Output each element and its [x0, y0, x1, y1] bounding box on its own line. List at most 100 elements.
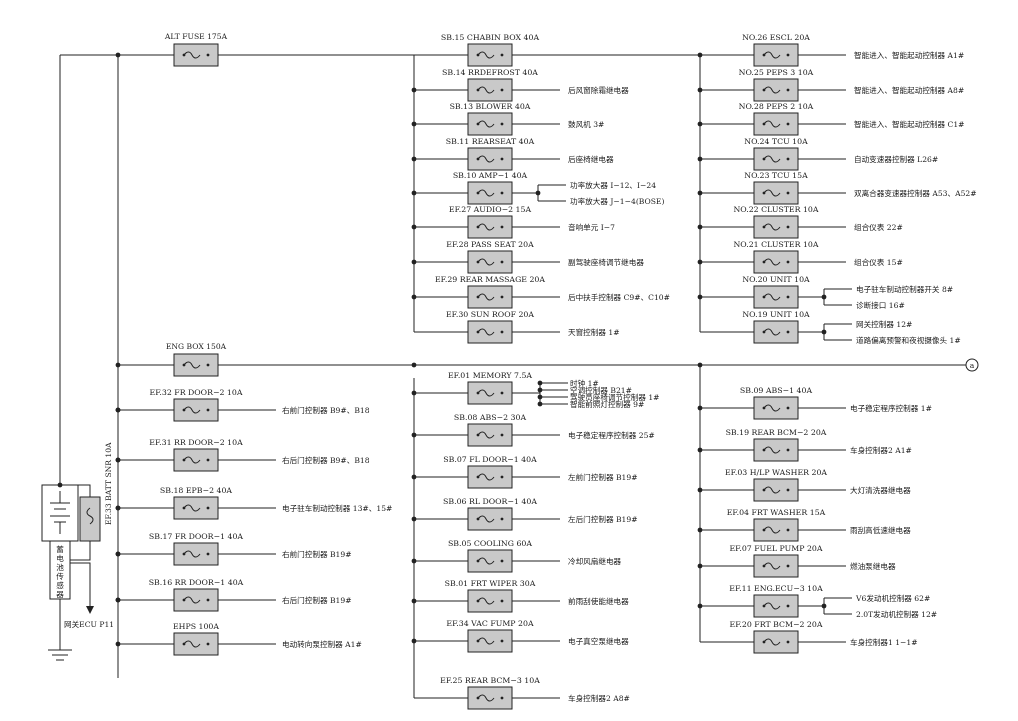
junction-dot: [411, 516, 417, 522]
fuse-col2_bottom-0-label: SB.09 ABS−1 40A: [740, 386, 813, 395]
load-label: 后中扶手控制器 C9#、C10#: [568, 292, 670, 302]
fuse-col0_bottom-5: EHPS 100A: [173, 622, 219, 656]
fuse-col0_bottom-2: SB.18 EPB−2 40A: [160, 486, 233, 520]
eng-fuse-label: ENG BOX 150A: [166, 342, 227, 351]
fuse-col2_bottom-5: EF.11 ENG.ECU−3 10A: [729, 584, 823, 618]
load-label: 诊断接口 16#: [856, 300, 905, 310]
fuse-col2_top-4: NO.23 TCU 15A: [744, 171, 808, 205]
fuse-col2_top-6: NO.21 CLUSTER 10A: [733, 240, 819, 274]
fuse-col0_bottom-4: SB.16 RR DOOR−1 40A: [149, 578, 244, 612]
fuse-col2_bottom-4-label: EF.07 FUEL PUMP 20A: [729, 544, 822, 553]
load-label: 车身控制器1 1−1#: [850, 637, 918, 647]
fuse-col1_top-7: EF.29 REAR MASSAGE 20A: [435, 275, 545, 309]
fuse-col1_bottom-7: EF.25 REAR BCM−3 10A: [440, 676, 540, 710]
fuse-col0_bottom-2-label: SB.18 EPB−2 40A: [160, 486, 233, 495]
junction-dot: [411, 259, 417, 265]
fuse-col2_top-0: NO.26 ESCL 20A: [742, 33, 810, 67]
fuse-col1_top-5-label: EF.27 AUDIO−2 15A: [449, 205, 532, 214]
fuse-col2_top-2-label: NO.28 PEPS 2 10A: [739, 102, 814, 111]
load-label: 组合仪表 15#: [854, 257, 903, 267]
fuse-col1_bottom-0-label: EF.01 MEMORY 7.5A: [448, 371, 532, 380]
load-label: 双离合器变速器控制器 A53、A52#: [854, 188, 977, 198]
fuse-col2_bottom-5-label: EF.11 ENG.ECU−3 10A: [729, 584, 823, 593]
fuse-col1_top-8: EF.30 SUN ROOF 20A: [446, 310, 534, 344]
fuse-col0_bottom-1-label: EF.31 RR DOOR−2 10A: [149, 438, 243, 447]
fuse-col1_top-7-label: EF.29 REAR MASSAGE 20A: [435, 275, 545, 284]
snr-fuse-label: EF.33 BATT SNR 10A: [104, 442, 113, 525]
junction-dot: [697, 563, 703, 569]
fuse-col1_bottom-1-label: SB.08 ABS−2 30A: [454, 413, 527, 422]
load-label: 驾驶员座椅调节控制器 1#: [570, 392, 660, 402]
fuse-col1_top-2-label: SB.13 BLOWER 40A: [450, 102, 531, 111]
junction-dot: [411, 432, 417, 438]
fuse-col1_bottom-0: EF.01 MEMORY 7.5A: [448, 371, 532, 405]
junction-dot: [697, 487, 703, 493]
load-label: 右前门控制器 B19#: [282, 549, 352, 559]
junction-dot: [537, 387, 543, 393]
junction-dot: [115, 551, 121, 557]
alt-fuse: ALT FUSE 175A: [164, 32, 228, 67]
fuse-col2_bottom-1: SB.19 REAR BCM−2 20A: [726, 428, 827, 462]
fuse-col1_bottom-4-label: SB.05 COOLING 60A: [448, 539, 532, 548]
fuse-col0_bottom-0: EF.32 FR DOOR−2 10A: [150, 388, 243, 422]
fuse-col1_top-3-label: SB.11 REARSEAT 40A: [446, 137, 535, 146]
fuse-col2_top-2: NO.28 PEPS 2 10A: [739, 102, 814, 136]
junction-dot: [411, 362, 417, 368]
load-label: 音响单元 I−7: [568, 222, 615, 232]
load-label: 大灯清洗器继电器: [850, 485, 911, 495]
junction-dot: [697, 362, 703, 368]
junction-dot: [115, 362, 121, 368]
fuse-col1_top-0: SB.15 CHABIN BOX 40A: [441, 33, 540, 67]
junction-dot: [411, 87, 417, 93]
junction-dot: [411, 598, 417, 604]
load-label: 智能前照灯控制器 9#: [570, 399, 644, 409]
junction-dot: [115, 597, 121, 603]
junction-dot: [697, 121, 703, 127]
fuse-col1_top-0-label: SB.15 CHABIN BOX 40A: [441, 33, 540, 42]
load-label: V6发动机控制器 62#: [855, 593, 930, 603]
load-label: 右后门控制器 B9#、B18: [282, 455, 370, 465]
junction-dot: [115, 407, 121, 413]
fuse-col2_bottom-0: SB.09 ABS−1 40A: [740, 386, 813, 420]
fuse-col1_bottom-1: SB.08 ABS−2 30A: [454, 413, 527, 447]
eng-fuse: ENG BOX 150A: [166, 342, 227, 377]
fuse-col0_bottom-1: EF.31 RR DOOR−2 10A: [149, 438, 243, 472]
junction-dot: [697, 603, 703, 609]
fuse-col2_bottom-4: EF.07 FUEL PUMP 20A: [729, 544, 823, 578]
fuse-col1_top-4-label: SB.10 AMP−1 40A: [453, 171, 528, 180]
fuse-col2_bottom-3-label: EF.04 FRT WASHER 15A: [727, 508, 826, 517]
load-label: 燃油泵继电器: [850, 561, 896, 571]
fuse-col2_top-7-label: NO.20 UNIT 10A: [742, 275, 810, 284]
load-label: 左后门控制器 B19#: [568, 514, 638, 524]
junction-dot: [411, 121, 417, 127]
sensor-label: 蓄电池传感器: [56, 544, 64, 599]
fuse-col1_bottom-3: SB.06 RL DOOR−1 40A: [443, 497, 537, 531]
load-label: 后座椅继电器: [568, 154, 614, 164]
load-label: 时钟 1#: [570, 378, 599, 388]
battery-assembly: 蓄电池传感器 网关ECU P11 EF.33 BATT SNR 10A: [41, 442, 114, 661]
fuse-col0_bottom-4-label: SB.16 RR DOOR−1 40A: [149, 578, 244, 587]
fuse-col1_bottom-6-label: EF.34 VAC FUMP 20A: [446, 619, 534, 628]
fuse-col1_top-1: SB.14 RRDEFROST 40A: [442, 68, 538, 102]
load-label: 电动转向泵控制器 A1#: [282, 639, 362, 649]
load-label: 右后门控制器 B19#: [282, 595, 352, 605]
fuse-col2_top-4-label: NO.23 TCU 15A: [744, 171, 808, 180]
fuse-col2_top-5-label: NO.22 CLUSTER 10A: [733, 205, 818, 214]
junction-dot: [697, 87, 703, 93]
fuse-col1_bottom-3-label: SB.06 RL DOOR−1 40A: [443, 497, 537, 506]
junction-dot: [697, 224, 703, 230]
fuse-col2_top-7: NO.20 UNIT 10A: [742, 275, 810, 309]
junction-dot: [115, 505, 121, 511]
load-label: 电子稳定程序控制器 1#: [850, 403, 932, 413]
junction-dot: [697, 156, 703, 162]
load-label: 空调控制器 B21#: [570, 385, 632, 395]
load-label: 副驾驶座椅调节继电器: [568, 257, 644, 267]
junction-dot: [411, 190, 417, 196]
fuse-col2_top-0-label: NO.26 ESCL 20A: [742, 33, 810, 42]
ecu-label: 网关ECU P11: [64, 619, 114, 629]
fuse-col1_top-6-label: EF.28 PASS SEAT 20A: [446, 240, 534, 249]
fuse-col2_top-1-label: NO.25 PEPS 3 10A: [739, 68, 814, 77]
fuse-col1_top-5: EF.27 AUDIO−2 15A: [449, 205, 532, 239]
load-label: 车身控制器2 A1#: [850, 445, 912, 455]
